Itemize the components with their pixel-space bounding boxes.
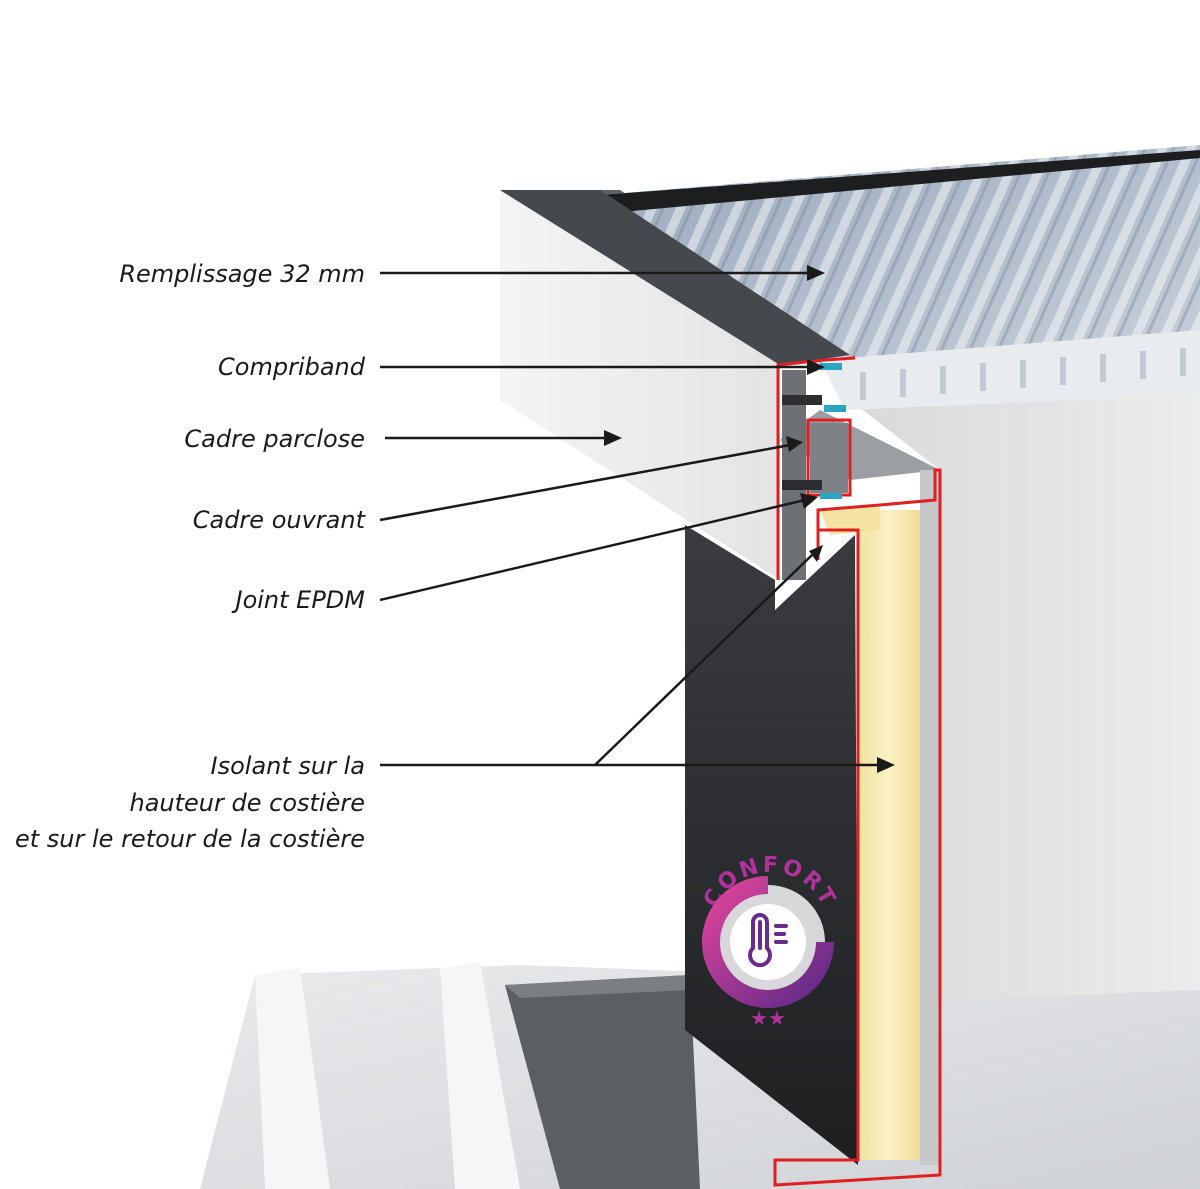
label-remplissage: Remplissage 32 mm [119, 260, 365, 288]
confort-badge: CONFORT ★★ [699, 853, 838, 1030]
label-compriband: Compriband [218, 353, 366, 381]
thermometer-icon [748, 913, 788, 968]
polycarbonate-filling [600, 145, 1200, 410]
labels: Remplissage 32 mm Compriband Cadre parcl… [15, 260, 367, 853]
leader-lines [379, 271, 880, 767]
gaskets [820, 363, 846, 499]
label-cadre-ouvrant: Cadre ouvrant [193, 506, 367, 534]
label-joint-epdm: Joint EPDM [231, 586, 365, 614]
insulation [820, 505, 920, 1160]
costiere-return [920, 470, 940, 1165]
label-isolant-line1: Isolant sur la [211, 752, 365, 780]
frame-profiles [782, 370, 848, 580]
label-cadre-parclose: Cadre parclose [184, 425, 365, 453]
corrugated-roof-sheet [200, 962, 1200, 1189]
arrow-heads [604, 265, 895, 773]
label-isolant-line2: hauteur de costière [130, 789, 366, 817]
upstand-wall-right [850, 350, 1200, 1000]
dark-outer-panel [685, 525, 858, 1165]
label-isolant-line3: et sur le retour de la costière [15, 825, 365, 853]
badge-stars: ★★ [750, 1006, 786, 1030]
